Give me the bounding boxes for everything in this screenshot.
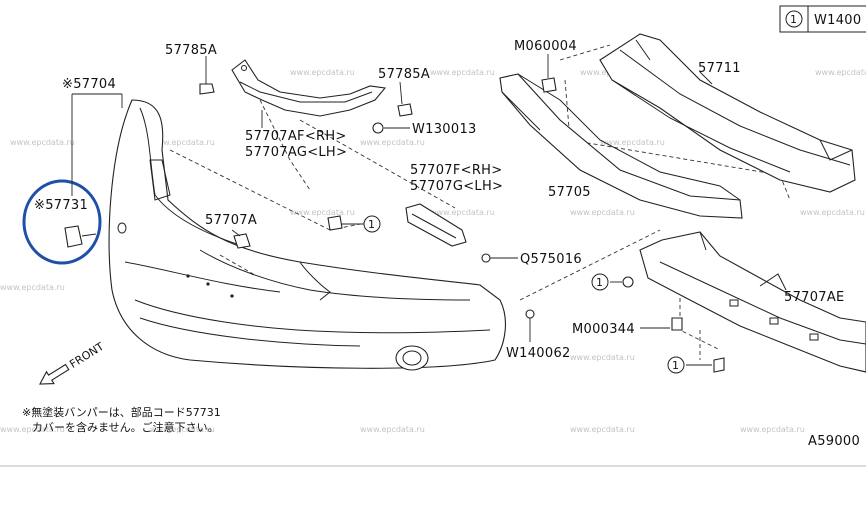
- watermark: www.epcdata.ru: [290, 208, 355, 217]
- watermark: www.epcdata.ru: [290, 68, 355, 77]
- callout-ref-number: 1: [672, 359, 679, 372]
- watermark: www.epcdata.ru: [0, 425, 65, 434]
- label-57707A: 57707A: [205, 213, 257, 228]
- label-57731: ※57731: [34, 198, 88, 213]
- clip-57707A: [231, 229, 251, 249]
- label-57707AE: 57707AE: [784, 290, 845, 305]
- note-line-1: ※無塗装バンパーは、部品コード57731: [22, 405, 221, 419]
- corner-ref-box: 1 W1400: [779, 5, 866, 33]
- label-M000344: M000344: [572, 322, 635, 337]
- label-57705: 57705: [548, 185, 591, 200]
- label-57707F: 57707F<RH>: [410, 163, 502, 178]
- callout-ref-beam-bottom: 1: [667, 356, 685, 374]
- bolt-57785A-top: [199, 56, 215, 95]
- bumper-face: [108, 99, 506, 371]
- absorber-57705: [499, 73, 743, 219]
- callout-ref-number: 1: [368, 218, 375, 231]
- callout-ref-center: 1: [363, 215, 381, 233]
- label-57711: 57711: [698, 61, 741, 76]
- watermark: www.epcdata.ru: [0, 283, 65, 292]
- watermark: www.epcdata.ru: [570, 425, 635, 434]
- label-57785A-right: 57785A: [378, 67, 430, 82]
- label-57707AG: 57707AG<LH>: [245, 145, 347, 160]
- bolt-W140062: [525, 309, 535, 342]
- watermark: www.epcdata.ru: [430, 208, 495, 217]
- corner-ref-code: W1400: [814, 13, 861, 28]
- note-line-2: カバーを含みません。ご注意下さい。: [32, 420, 219, 434]
- watermark: www.epcdata.ru: [150, 138, 215, 147]
- watermark: www.epcdata.ru: [10, 138, 75, 147]
- watermark: www.epcdata.ru: [815, 68, 866, 77]
- front-label: FRONT: [67, 340, 106, 371]
- watermark: www.epcdata.ru: [600, 138, 665, 147]
- bolt-W130013: [372, 122, 410, 134]
- bolt-M000344: [640, 317, 683, 331]
- watermark: www.epcdata.ru: [360, 138, 425, 147]
- leader-57704: [71, 93, 123, 196]
- label-57704: ※57704: [62, 77, 116, 92]
- cover-57731: [64, 225, 97, 248]
- watermark: www.epcdata.ru: [740, 425, 805, 434]
- upper-bracket-57707AF: [231, 59, 387, 128]
- side-bracket-57707F: [405, 203, 467, 247]
- watermark: www.epcdata.ru: [570, 353, 635, 362]
- callout-ref-beam-left: 1: [591, 273, 609, 291]
- bolt-M060004: [541, 54, 557, 93]
- nut-beam-left: [610, 276, 634, 288]
- reinforcement-57711: [599, 33, 856, 193]
- clip-center: [327, 215, 364, 231]
- watermark: www.epcdata.ru: [430, 68, 495, 77]
- label-57785A-top: 57785A: [165, 43, 217, 58]
- front-arrow: FRONT: [39, 340, 106, 385]
- label-W130013: W130013: [412, 122, 477, 137]
- watermark: www.epcdata.ru: [150, 425, 215, 434]
- watermark: www.epcdata.ru: [800, 208, 865, 217]
- part-labels: 57785A 57785A ※57704 57707AF<RH> 57707AG…: [34, 39, 845, 361]
- label-57707G: 57707G<LH>: [410, 179, 503, 194]
- callout-ref-number: 1: [596, 276, 603, 289]
- label-W140062: W140062: [506, 346, 571, 361]
- lower-beam-57707AE: [639, 231, 866, 373]
- watermark: www.epcdata.ru: [570, 208, 635, 217]
- screw-Q575016: [481, 253, 518, 263]
- label-57707AF: 57707AF<RH>: [245, 129, 347, 144]
- bolt-beam-bottom: [686, 357, 725, 373]
- label-M060004: M060004: [514, 39, 577, 54]
- watermark: www.epcdata.ru: [360, 425, 425, 434]
- highlight-circle: [22, 179, 102, 265]
- label-Q575016: Q575016: [520, 252, 582, 267]
- bolt-57785A-right: [397, 81, 413, 117]
- corner-ref-number: 1: [790, 13, 797, 26]
- note: ※無塗装バンパーは、部品コード57731 カバーを含みません。ご注意下さい。: [22, 405, 221, 434]
- figure-id: A59000: [808, 434, 860, 449]
